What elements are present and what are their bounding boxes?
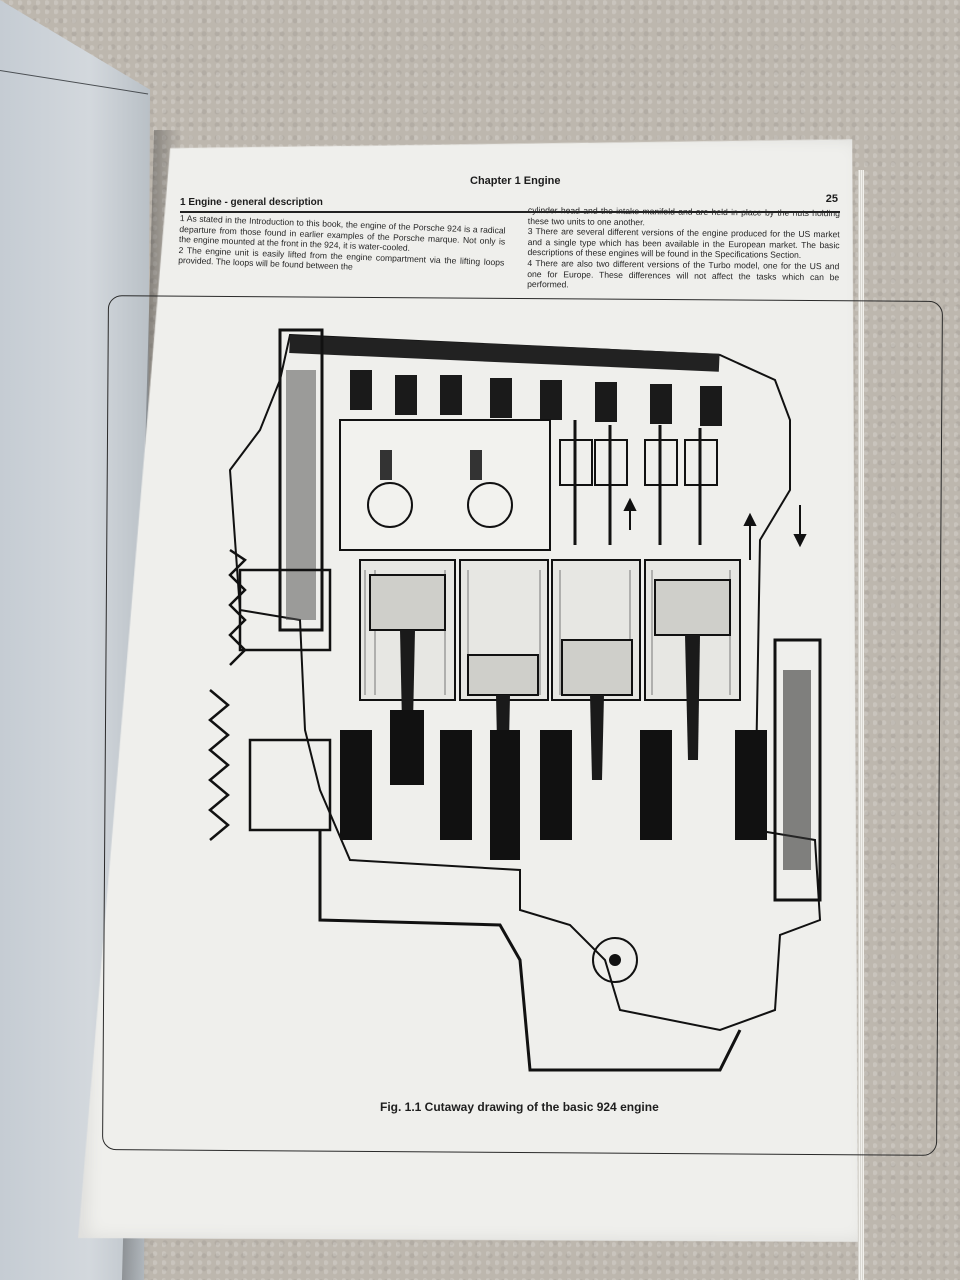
paragraph: 4 There are also two different versions …: [527, 258, 839, 293]
text-column-right: cylinder head and the intake manifold an…: [527, 205, 840, 293]
chapter-title: Chapter 1 Engine: [470, 175, 560, 187]
camshaft-lobes: [350, 370, 722, 426]
oil-pan: [320, 830, 740, 1070]
page-number: 25: [826, 193, 838, 205]
engine-cutaway-drawing: [200, 310, 840, 1080]
valves: [560, 420, 717, 545]
figure-caption: Fig. 1.1 Cutaway drawing of the basic 92…: [380, 1100, 659, 1114]
section-title: 1 Engine - general description: [180, 197, 323, 208]
crankshaft: [340, 710, 767, 860]
intake-manifold: [340, 420, 550, 550]
facing-page-rule: [0, 70, 148, 94]
paragraph: 3 There are several different versions o…: [527, 226, 839, 261]
valve-cover: [289, 335, 719, 372]
